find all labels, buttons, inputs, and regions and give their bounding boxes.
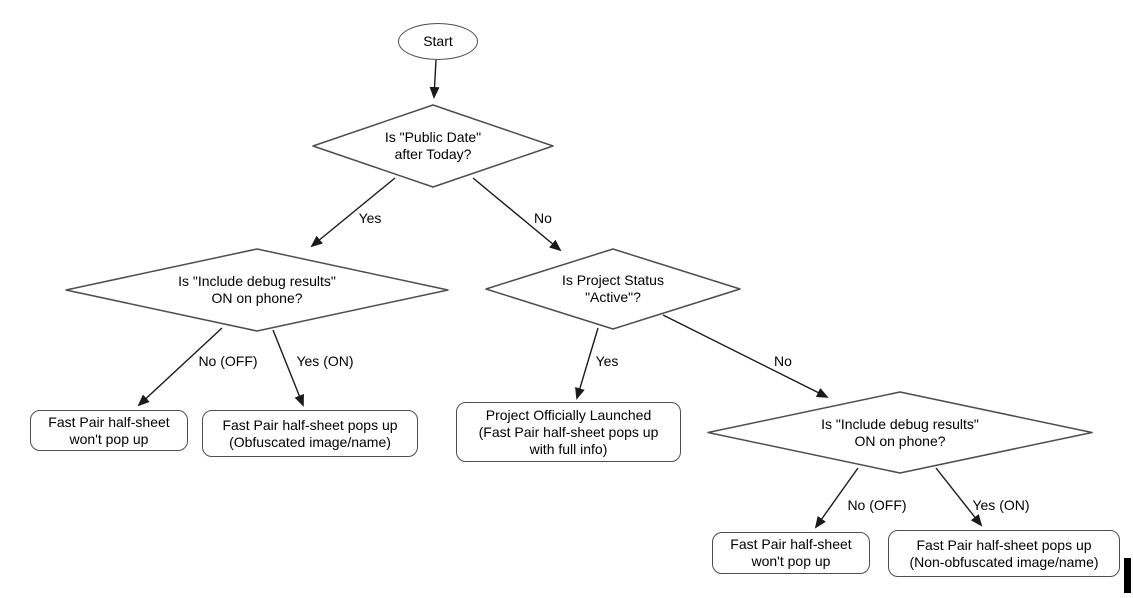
node-decision-debug-left: Is "Include debug results" ON on phone? <box>64 247 450 333</box>
node-decision-debug-right-label: Is "Include debug results" ON on phone? <box>821 415 979 449</box>
node-decision-debug-right: Is "Include debug results" ON on phone? <box>706 390 1094 475</box>
edge-label-yes-on-right: Yes (ON) <box>972 497 1030 513</box>
node-result-wont-popup-left-label: Fast Pair half-sheet won't pop up <box>48 413 170 447</box>
edge-label-no-middle: No <box>774 353 792 369</box>
node-result-launched-label: Project Officially Launched (Fast Pair h… <box>478 406 659 457</box>
edge-label-yes-left: Yes <box>358 210 382 226</box>
edge-start-to-public-date <box>429 59 440 99</box>
node-result-wont-popup-right: Fast Pair half-sheet won't pop up <box>712 532 870 574</box>
edge-project-status-yes <box>575 327 599 400</box>
node-result-wont-popup-right-label: Fast Pair half-sheet won't pop up <box>730 536 852 569</box>
edge-label-no-right: No <box>534 210 552 226</box>
edge-debug-left-no-off <box>137 327 223 407</box>
node-result-obfuscated-label: Fast Pair half-sheet pops up (Obfuscated… <box>222 416 398 450</box>
node-result-wont-popup-left: Fast Pair half-sheet won't pop up <box>30 410 188 451</box>
edge-public-date-no <box>472 177 562 252</box>
edge-public-date-yes <box>310 177 396 248</box>
edge-project-status-no <box>662 314 829 398</box>
text-cursor <box>1124 558 1131 593</box>
edge-label-yes-middle: Yes <box>595 353 619 369</box>
diamond-shape <box>707 391 1093 474</box>
edge-debug-left-yes-on <box>272 329 304 407</box>
diamond-shape <box>312 104 554 188</box>
node-result-obfuscated: Fast Pair half-sheet pops up (Obfuscated… <box>202 410 418 457</box>
diamond-shape <box>485 248 741 330</box>
node-result-non-obfuscated: Fast Pair half-sheet pops up (Non-obfusc… <box>888 530 1120 577</box>
node-start: Start <box>398 23 478 60</box>
node-decision-public-date: Is "Public Date" after Today? <box>311 103 555 189</box>
node-decision-debug-left-label: Is "Include debug results" ON on phone? <box>178 273 336 306</box>
node-start-label: Start <box>423 33 453 49</box>
edge-label-no-off-right: No (OFF) <box>847 497 907 513</box>
diamond-shape <box>65 248 449 332</box>
edge-debug-right-no-off <box>814 467 859 529</box>
node-result-launched: Project Officially Launched (Fast Pair h… <box>456 402 681 462</box>
node-decision-project-status-label: Is Project Status "Active"? <box>562 272 664 305</box>
edge-label-no-off-left: No (OFF) <box>198 353 258 369</box>
node-result-non-obfuscated-label: Fast Pair half-sheet pops up (Non-obfusc… <box>909 536 1099 570</box>
edge-label-yes-on-left: Yes (ON) <box>296 353 354 369</box>
node-decision-public-date-label: Is "Public Date" after Today? <box>384 129 482 162</box>
node-decision-project-status: Is Project Status "Active"? <box>484 247 742 331</box>
edge-debug-right-yes-on <box>935 467 983 527</box>
